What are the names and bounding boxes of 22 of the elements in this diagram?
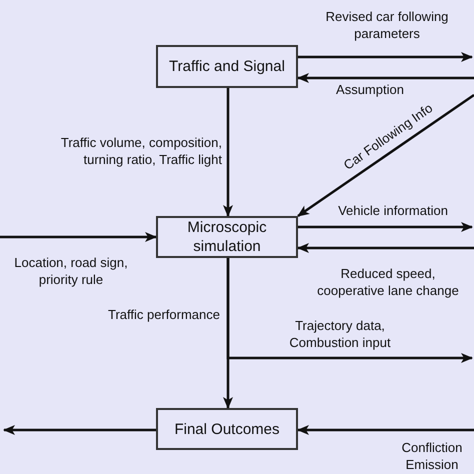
edge-label: Reduced speed, cooperative lane change <box>316 265 460 299</box>
edge-label: Traffic volume, composition, turning ratio, Traffic light <box>60 134 222 168</box>
edge-label: Vehicle information <box>337 202 449 219</box>
arrow <box>0 232 157 242</box>
arrow <box>297 425 474 435</box>
edge-label: Confliction Emission <box>400 439 464 473</box>
arrow <box>226 258 473 363</box>
edge-label: Trajectory data, Combustion input <box>288 317 392 351</box>
edge-label: Traffic performance <box>107 306 220 323</box>
edge-label: Revised car following parameters <box>324 8 450 42</box>
arrow <box>3 425 156 435</box>
arrow <box>297 73 474 83</box>
process-box: Final Outcomes <box>156 408 298 450</box>
edge-label: Assumption <box>335 81 405 98</box>
arrow <box>298 52 473 62</box>
arrow <box>298 222 473 232</box>
process-box: Microscopic simulation <box>156 216 298 258</box>
arrow <box>223 88 233 217</box>
arrow <box>297 94 474 218</box>
process-box: Traffic and Signal <box>156 45 298 88</box>
edge-label: Location, road sign, priority rule <box>13 254 129 288</box>
arrow <box>297 243 474 253</box>
